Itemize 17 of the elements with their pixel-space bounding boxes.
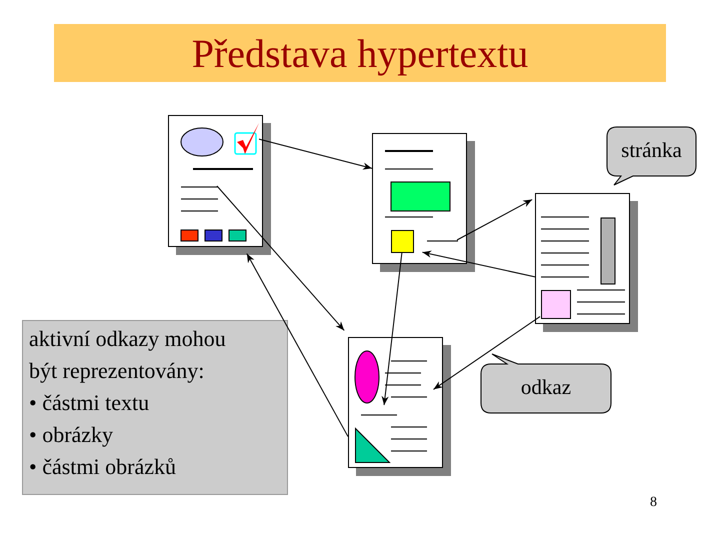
link-arrow — [433, 316, 540, 390]
image-link — [391, 230, 414, 253]
callout-text: stránka — [620, 138, 683, 163]
link-arrow — [422, 250, 536, 278]
note-text: aktivní odkazy mohou být reprezentovány: — [29, 325, 227, 385]
link-arrow — [216, 186, 345, 331]
note-text: • částmi textu — [29, 389, 150, 417]
title: Představa hypertextu — [192, 30, 528, 76]
link-arrow — [382, 252, 402, 406]
link-arrow — [456, 199, 533, 240]
callout-text: odkaz — [520, 375, 572, 400]
note-panel — [22, 320, 288, 495]
link-arrow — [246, 253, 348, 438]
note-text: • obrázky — [29, 421, 114, 449]
note-text: • částmi obrázků — [29, 453, 177, 481]
page-number: 8 — [650, 495, 657, 511]
image-link — [541, 290, 571, 319]
